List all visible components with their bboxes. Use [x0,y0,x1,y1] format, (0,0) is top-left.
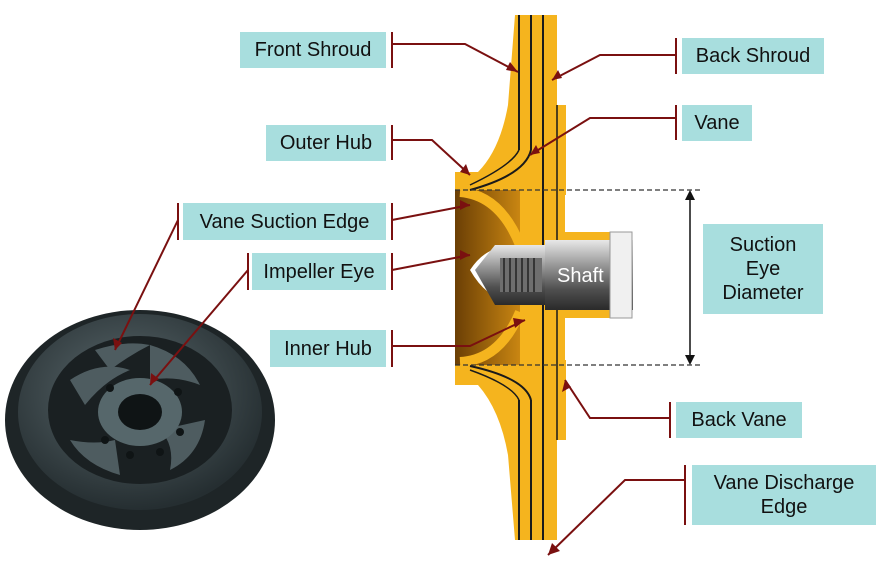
vane-curve-upper-2 [469,149,520,186]
impeller-cross-section: Shaft [455,15,700,540]
impeller-photo [5,310,275,530]
vane-curve-lower [469,365,532,401]
label-vane: Vane [682,105,752,141]
label-vane-discharge-edge: Vane Discharge Edge [692,465,876,525]
shaft: Shaft [475,231,633,319]
suction-edge-upper [459,187,525,247]
thread-lines [503,258,535,292]
upper-front-shroud [455,15,520,190]
lower-front-shroud [455,365,520,540]
back-vane-upper [557,105,566,195]
label-back-vane: Back Vane [676,402,802,438]
photo-balance-holes [101,384,184,459]
leader-arrowheads [113,62,571,555]
vane-curve-lower-2 [469,369,520,401]
arrow-head-top [685,190,695,200]
vane-curve-upper [469,149,532,191]
back-vane-lower [557,360,566,440]
shaft-end [609,231,633,319]
label-vane-suction-edge: Vane Suction Edge [183,203,386,240]
label-suction-eye-diameter: Suction Eye Diameter [703,224,823,314]
photo-bore [118,394,162,430]
shaft-label: Shaft [557,265,604,287]
label-outer-hub: Outer Hub [266,125,386,161]
shaft-thread [500,258,542,292]
leader-lines [114,32,686,556]
label-inner-hub: Inner Hub [270,330,386,367]
label-impeller-eye: Impeller Eye [252,253,386,290]
arrow-head-bottom [685,355,695,365]
label-front-shroud: Front Shroud [240,32,386,68]
label-back-shroud: Back Shroud [682,38,824,74]
impeller-eye-region [455,190,520,365]
